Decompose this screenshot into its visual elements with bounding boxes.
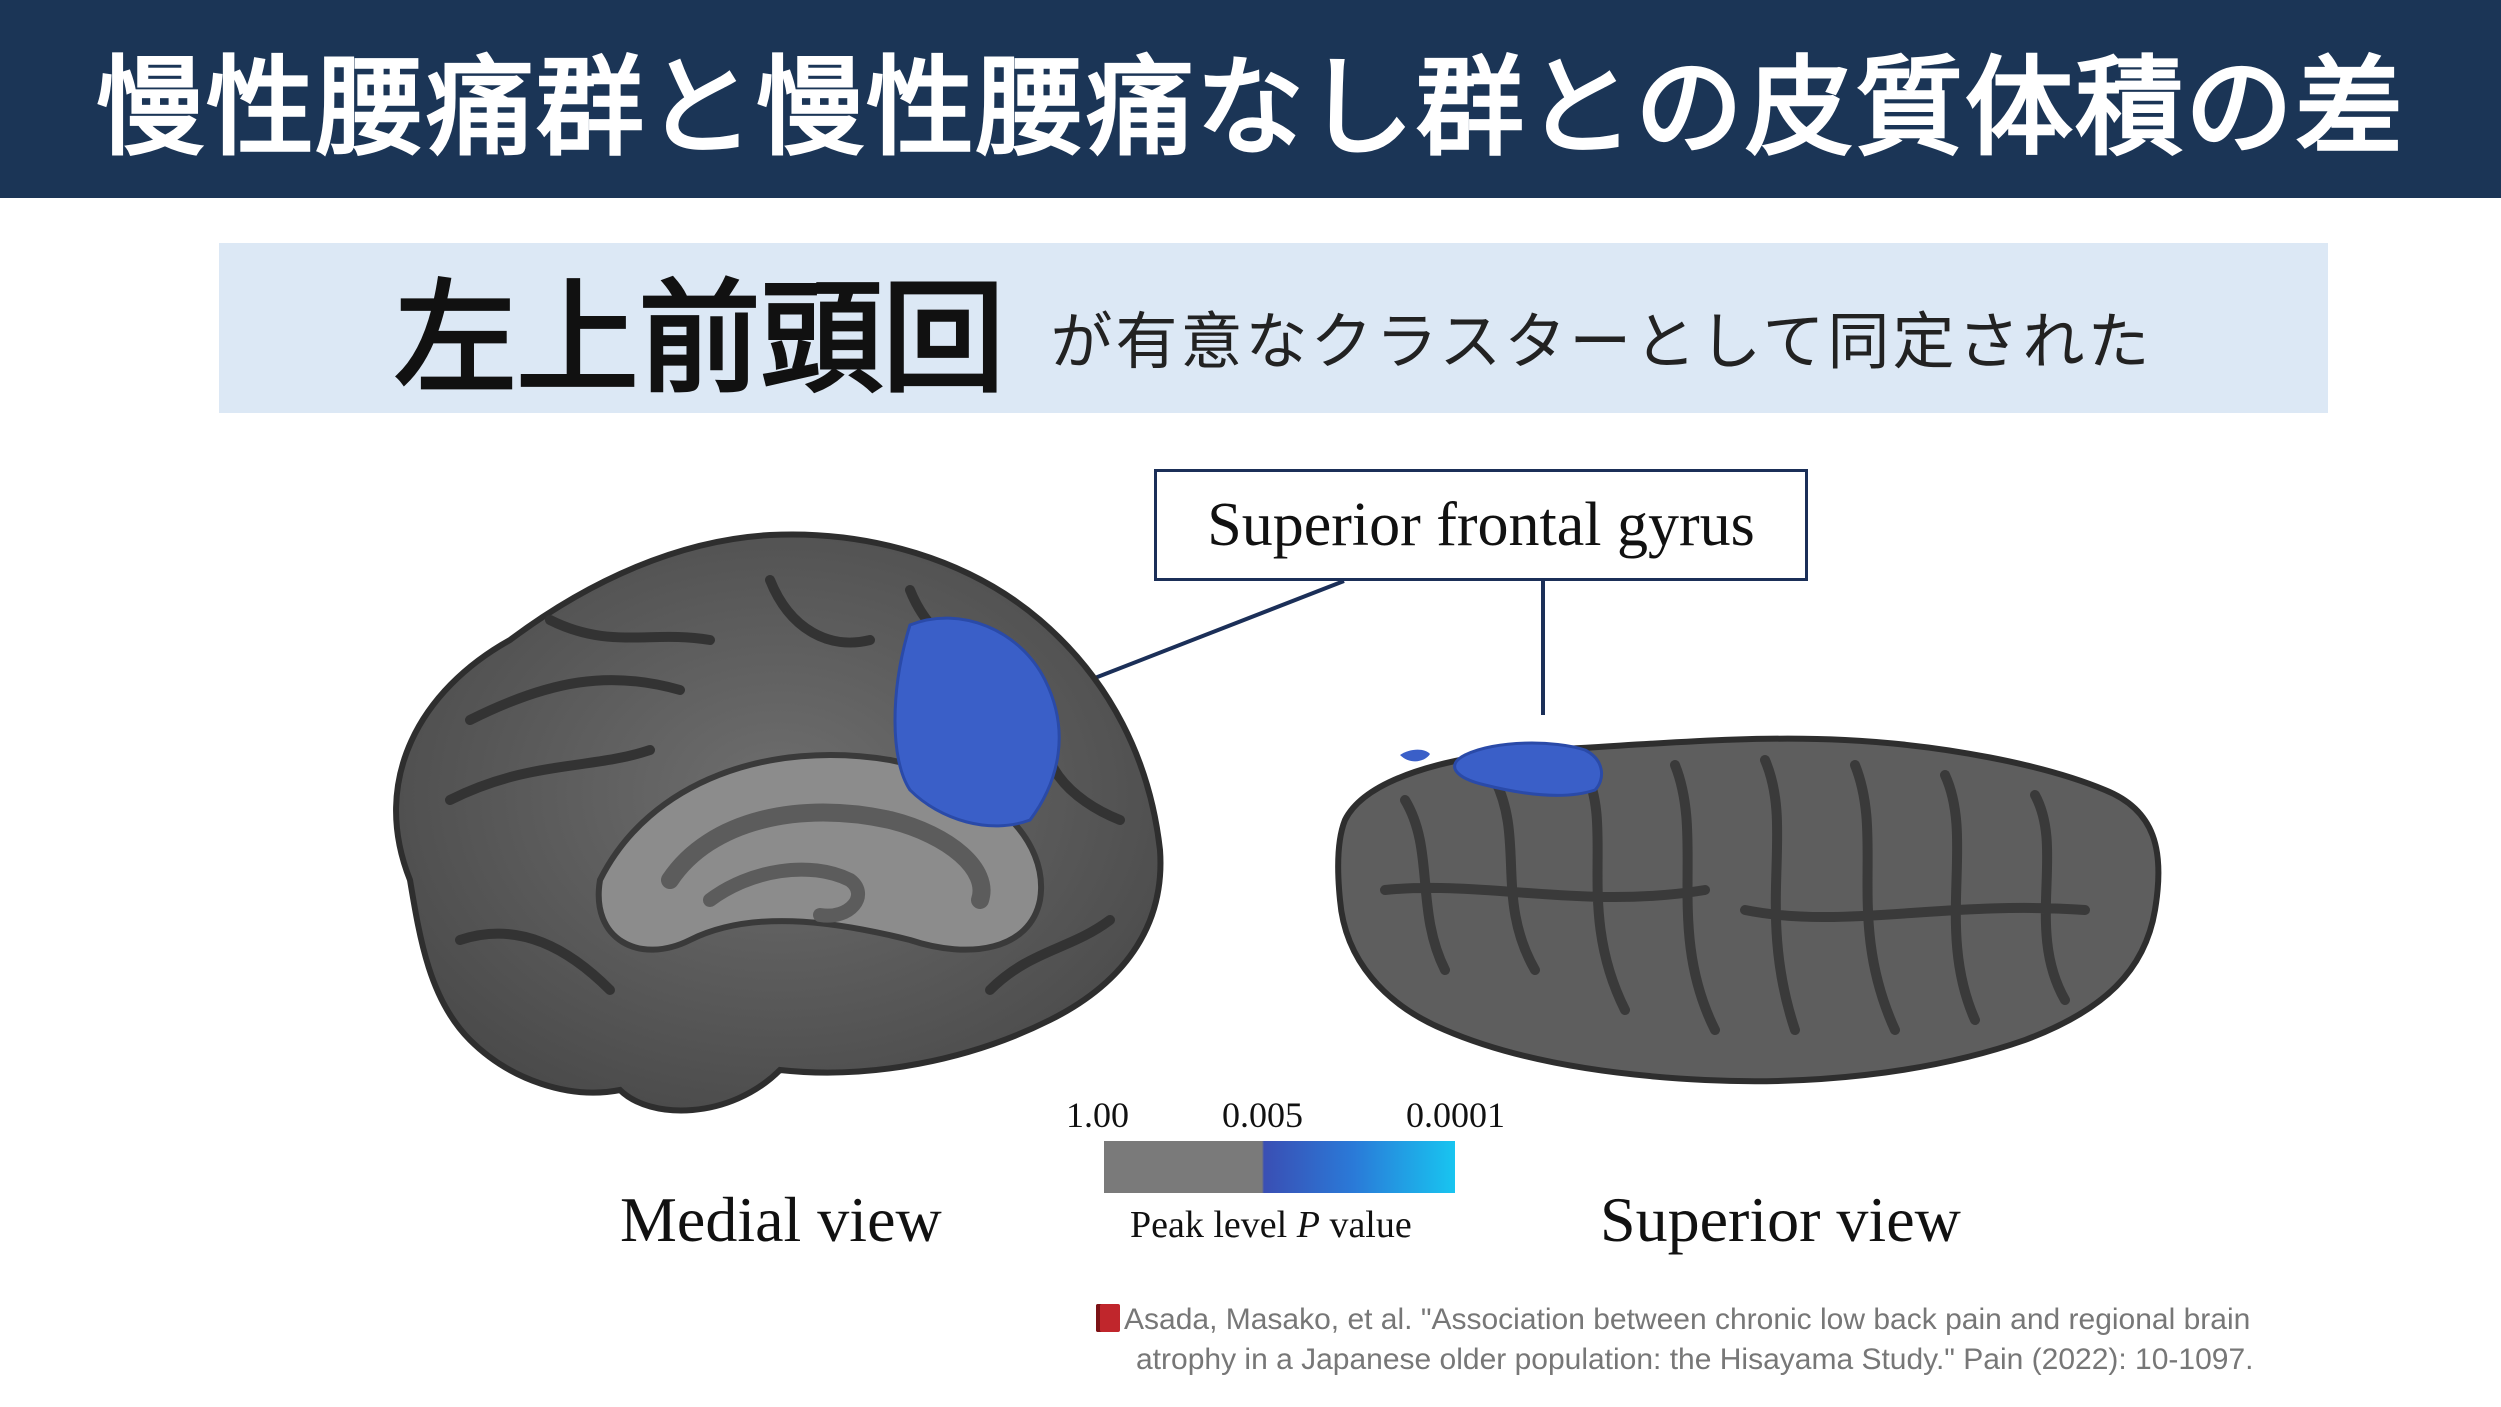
finding-banner: 左上前頭回 が有意なクラスターとして同定された: [219, 243, 2328, 413]
colorbar-caption-suffix: value: [1319, 1204, 1412, 1246]
citation: Asada, Masako, et al. "Association betwe…: [1096, 1300, 2306, 1380]
medial-brain-image: [393, 531, 1164, 1114]
colorbar-tick-3: 0.0001: [1406, 1095, 1505, 1135]
superior-view-label: Superior view: [1600, 1184, 1961, 1255]
colorbar-tick-2: 0.005: [1222, 1095, 1303, 1135]
colorbar-caption-prefix: Peak level: [1130, 1204, 1297, 1246]
colorbar-caption-p: P: [1296, 1204, 1320, 1246]
leader-line-medial: [1081, 579, 1345, 685]
p-value-colorbar: [1104, 1141, 1455, 1193]
superior-brain-image: [1335, 735, 2162, 1085]
callout-box: Superior frontal gyrus: [1154, 469, 1808, 581]
medial-view-label: Medial view: [620, 1184, 942, 1255]
colorbar-caption: Peak level P value: [1130, 1203, 1412, 1247]
highlight-cluster-superior: [1453, 741, 1604, 797]
banner-description: が有意なクラスターとして同定された: [1050, 305, 2153, 378]
book-icon: [1096, 1304, 1120, 1332]
colorbar-tick-1: 1.00: [1066, 1095, 1129, 1135]
citation-line-2: atrophy in a Japanese older population: …: [1136, 1343, 2254, 1376]
callout-label: Superior frontal gyrus: [1207, 490, 1755, 559]
title-bar: 慢性腰痛群と慢性腰痛なし群との皮質体積の差: [0, 0, 2501, 198]
banner-region-name: 左上前頭回: [394, 267, 1005, 410]
highlight-cluster-medial: [893, 616, 1061, 828]
slide-title: 慢性腰痛群と慢性腰痛なし群との皮質体積の差: [96, 46, 2405, 171]
citation-line-1: Asada, Masako, et al. "Association betwe…: [1124, 1303, 2251, 1336]
highlight-cluster-superior-small: [1400, 749, 1430, 762]
